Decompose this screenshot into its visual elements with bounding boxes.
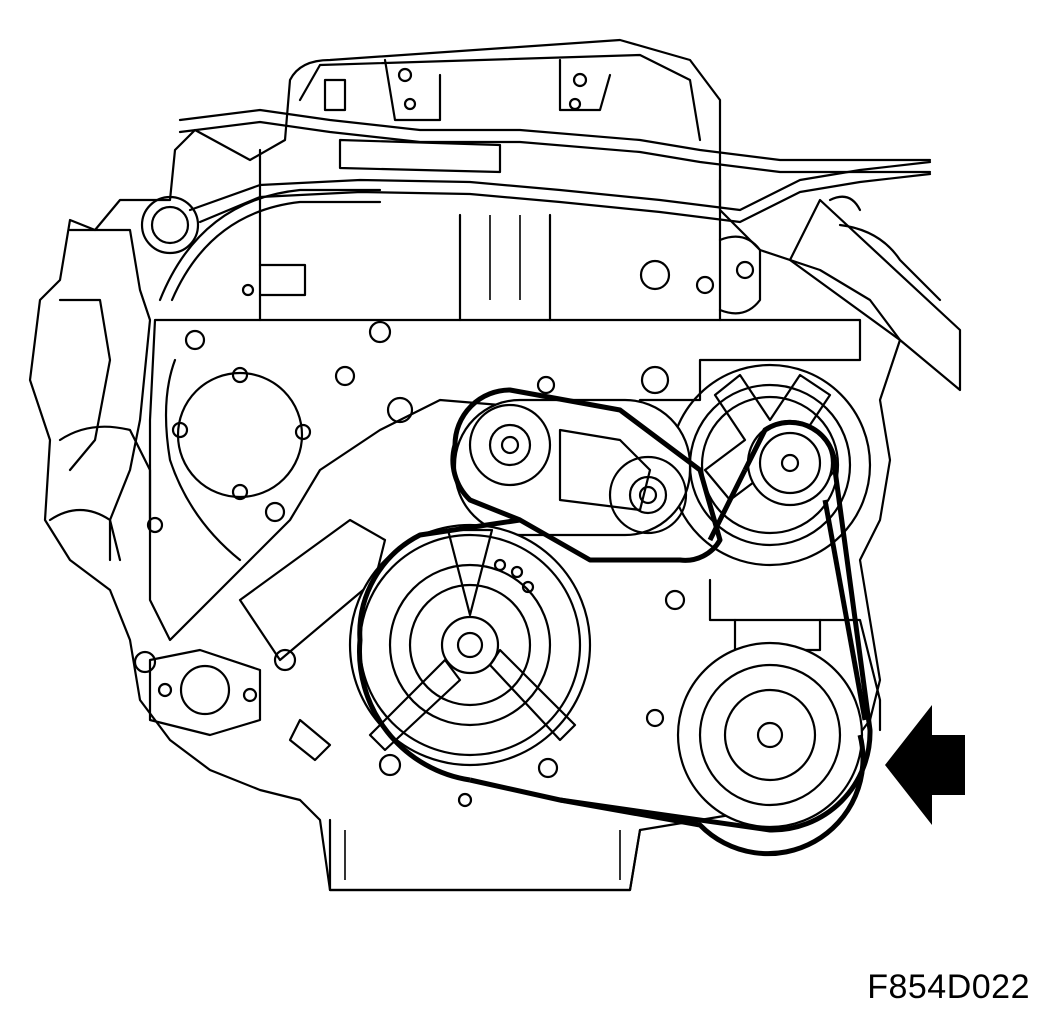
bolts [133, 365, 686, 808]
pipes [140, 108, 932, 302]
valve-cover [298, 53, 702, 142]
block-details [241, 148, 762, 322]
engine-block-outline [28, 38, 902, 892]
oil-pump-housing [148, 518, 387, 762]
direction-arrow [885, 705, 965, 825]
belt-tensioner [453, 398, 692, 537]
upper-hose [788, 195, 962, 392]
timing-cover [146, 318, 862, 642]
alternator [676, 578, 882, 829]
drive-belt [357, 387, 873, 857]
figure-code: F854D022 [867, 968, 1030, 1006]
left-manifold [48, 228, 152, 562]
